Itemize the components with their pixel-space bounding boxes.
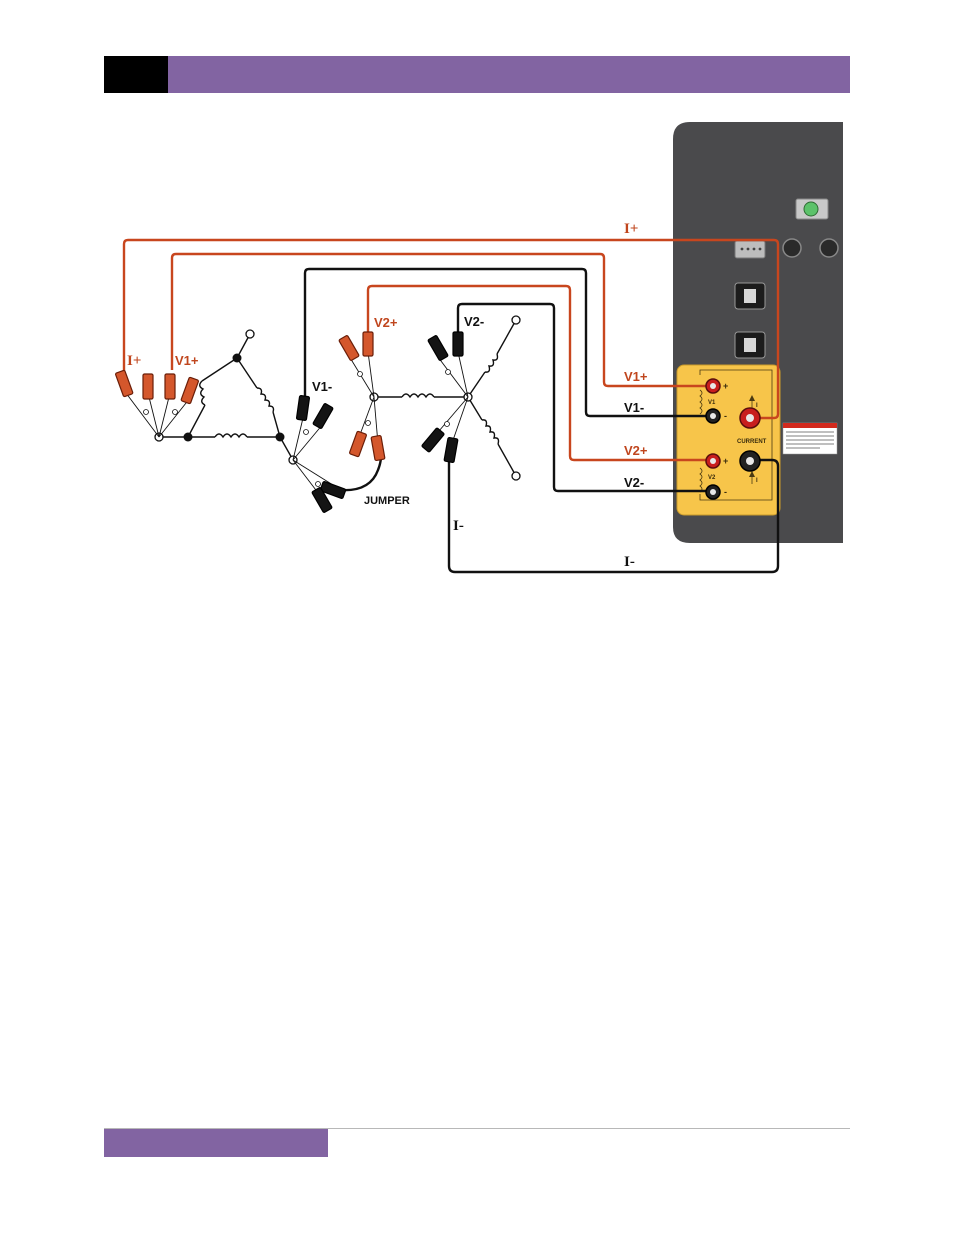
label-v2-plus-clip: V2+ [374, 315, 398, 330]
label-v2-minus-right: V2- [624, 475, 644, 490]
clips [115, 332, 463, 513]
panel-plus-v1: + [723, 381, 728, 391]
label-v1-plus-clip: V1+ [175, 353, 199, 368]
wire-v2-plus [368, 286, 712, 460]
panel-label-v2: V2 [708, 475, 716, 481]
label-i-minus-left: I- [453, 518, 464, 534]
label-jumper: JUMPER [364, 495, 410, 507]
warning-label [783, 423, 837, 454]
delta-nodes [155, 330, 297, 464]
label-v1-minus-right: V1- [624, 400, 644, 415]
label-v2-minus-clip: V2- [464, 314, 484, 329]
label-i-plus-top: I+ [624, 221, 638, 237]
clip-i-plus-2 [143, 374, 153, 399]
label-v2-plus-right: V2+ [624, 443, 648, 458]
label-i-minus-bottom: I- [624, 554, 635, 570]
panel-label-current: CURRENT [737, 439, 767, 445]
label-i-plus-clip: I+ [127, 353, 141, 369]
panel-minus-v2: - [724, 487, 727, 497]
clip-v1-plus-2 [181, 377, 199, 404]
clip-i-plus-1 [115, 370, 133, 397]
clip-v1-plus-1 [165, 374, 175, 399]
clip-fans [126, 352, 468, 498]
panel-plus-v2: + [723, 456, 728, 466]
wire-v1-plus [172, 254, 712, 386]
label-v1-plus-right: V1+ [624, 369, 648, 384]
label-v1-minus-clip: V1- [312, 379, 332, 394]
panel-label-v1: V1 [708, 400, 716, 406]
panel-minus-v1: - [724, 411, 727, 421]
